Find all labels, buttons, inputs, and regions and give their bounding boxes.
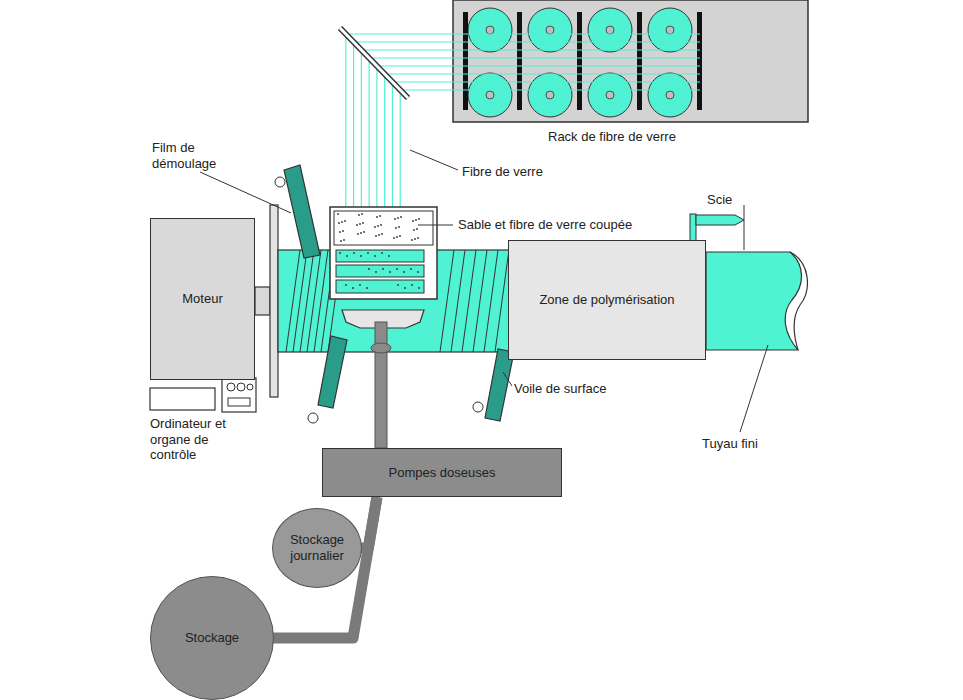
node-text: Pompes doseuses	[385, 463, 500, 483]
sand	[337, 213, 420, 289]
process-box: Pompes doseuses	[322, 448, 562, 497]
mandrel	[278, 250, 510, 352]
leader-lines	[200, 150, 768, 432]
roller	[308, 413, 318, 423]
roller	[275, 177, 285, 187]
pipe	[273, 497, 377, 638]
hopper-tray	[336, 280, 424, 293]
release-film	[284, 165, 320, 258]
cut-line	[744, 205, 745, 250]
deflector-face	[340, 28, 408, 98]
part-label: Voile de surface	[514, 381, 607, 397]
glass-fibres	[346, 34, 700, 207]
part-label: Ordinateur et organe de contrôle	[150, 416, 250, 463]
saw-post	[690, 214, 696, 242]
part-label: Film de démoulage	[152, 140, 252, 171]
hopper	[330, 207, 437, 299]
spools	[463, 8, 702, 117]
film-lower	[318, 336, 347, 408]
part-label: Tuyau fini	[702, 436, 758, 452]
part-label: Sable et fibre de verre coupée	[458, 217, 632, 233]
valve	[371, 343, 391, 353]
pipe-end	[790, 252, 807, 350]
process-box: Moteur	[150, 218, 255, 380]
shaft	[255, 287, 270, 315]
node-text: Moteur	[178, 289, 226, 309]
saw	[696, 215, 744, 225]
part-label: Rack de fibre de verre	[548, 129, 676, 145]
computer	[150, 388, 215, 410]
resin-pipe	[375, 322, 387, 448]
windings	[286, 250, 509, 352]
control-panel	[222, 378, 256, 412]
hopper-bin	[334, 211, 433, 245]
pipe	[361, 497, 377, 548]
node-text: Stockage journalier	[278, 530, 356, 565]
finished-pipe	[706, 252, 802, 350]
deflector	[340, 28, 408, 98]
part-label: Fibre de verre	[462, 164, 543, 180]
hopper-tray	[336, 265, 424, 277]
hopper-tray	[336, 250, 424, 262]
fibre-rack	[453, 0, 808, 122]
flange	[270, 205, 278, 397]
roller	[473, 402, 483, 412]
process-box: Zone de polymérisation	[508, 240, 706, 360]
storage-tank: Stockage	[150, 576, 274, 700]
part-label: Scie	[707, 192, 732, 208]
storage-tank: Stockage journalier	[272, 508, 362, 588]
node-text: Stockage	[181, 628, 243, 648]
node-text: Zone de polymérisation	[535, 290, 678, 310]
